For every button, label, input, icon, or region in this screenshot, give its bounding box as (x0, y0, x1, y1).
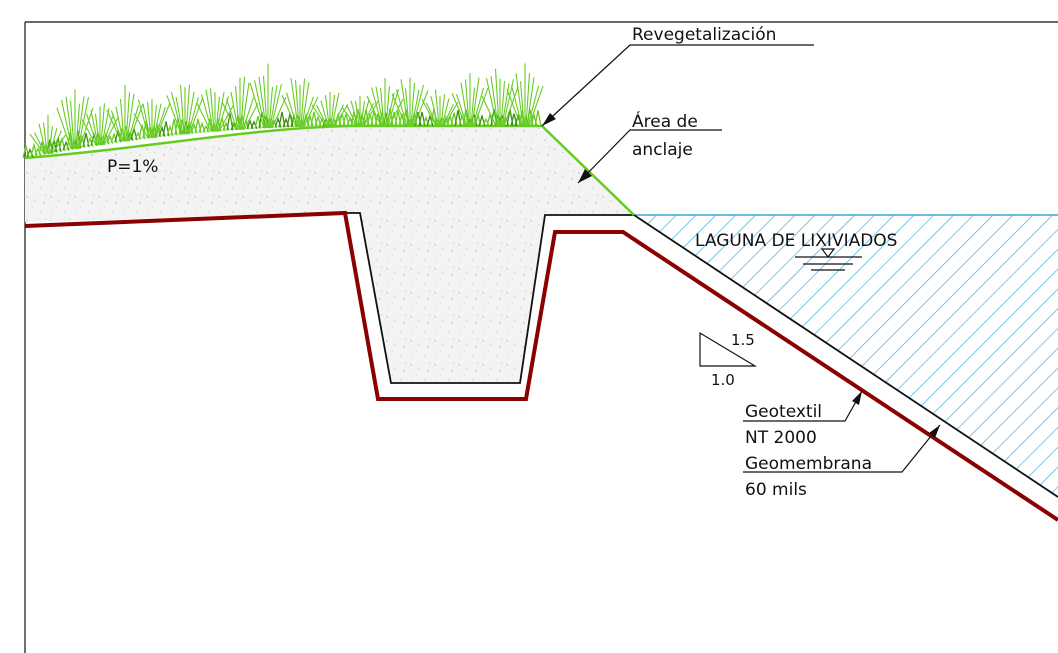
revegetation-label: Revegetalización (632, 25, 776, 45)
shrub-clump (133, 99, 171, 139)
vegetation-grass (22, 63, 544, 158)
shrub-clump (56, 89, 94, 150)
shrub-clump (281, 78, 319, 127)
revegetation-arrowhead (542, 113, 556, 126)
slope-ratio-triangle (699, 331, 758, 367)
grass-blade (278, 111, 286, 128)
geomembrane-leader (743, 424, 941, 473)
shrub-clump (221, 76, 259, 130)
shrub-clump (506, 63, 544, 127)
slope-ratio-horizontal: 1.0 (711, 371, 735, 389)
shrub-clump (311, 92, 349, 127)
water-level-symbol (795, 248, 862, 271)
geomembrane-spec-label: 60 mils (745, 480, 807, 500)
anchor-area-label-line2: anclaje (632, 140, 693, 160)
drawing-frame (24, 21, 1058, 653)
shrub-clump (341, 95, 379, 127)
lagoon-label: LAGUNA DE LIXIVIADOS (695, 231, 897, 251)
geomembrane-name-label: Geomembrana (745, 454, 872, 474)
shrub-clump (391, 77, 429, 127)
slope-ratio-vertical: 1.5 (731, 331, 755, 349)
geotextile-spec-label: NT 2000 (745, 428, 817, 448)
shrub-clump (451, 73, 489, 127)
anchor-area-arrowhead (578, 169, 592, 183)
shrub-clump (166, 84, 204, 135)
fill-soil (25, 126, 634, 383)
shrub-clump (366, 77, 404, 127)
anchor-area-label-line1: Área de (632, 110, 698, 132)
geotextile-arrowhead (852, 391, 862, 405)
geotextile-name-label: Geotextil (745, 402, 822, 422)
shrub-clump (421, 89, 459, 127)
shrub-clump (196, 88, 234, 132)
shrub-clump (106, 84, 144, 142)
slope-percent-label: P=1% (107, 157, 158, 177)
shrub-clump (29, 114, 67, 154)
shrub-clump (481, 68, 519, 127)
anchor-area-leader (577, 129, 722, 184)
ground-surface-line (24, 124, 635, 216)
revegetation-leader (541, 44, 814, 127)
grass-blade (226, 113, 234, 131)
geomembrane-arrowhead (929, 425, 940, 438)
grass-blade (534, 110, 542, 127)
geomembrane-line (24, 210, 1058, 522)
shrub-clump (249, 63, 287, 129)
shrub-clump (81, 103, 119, 146)
